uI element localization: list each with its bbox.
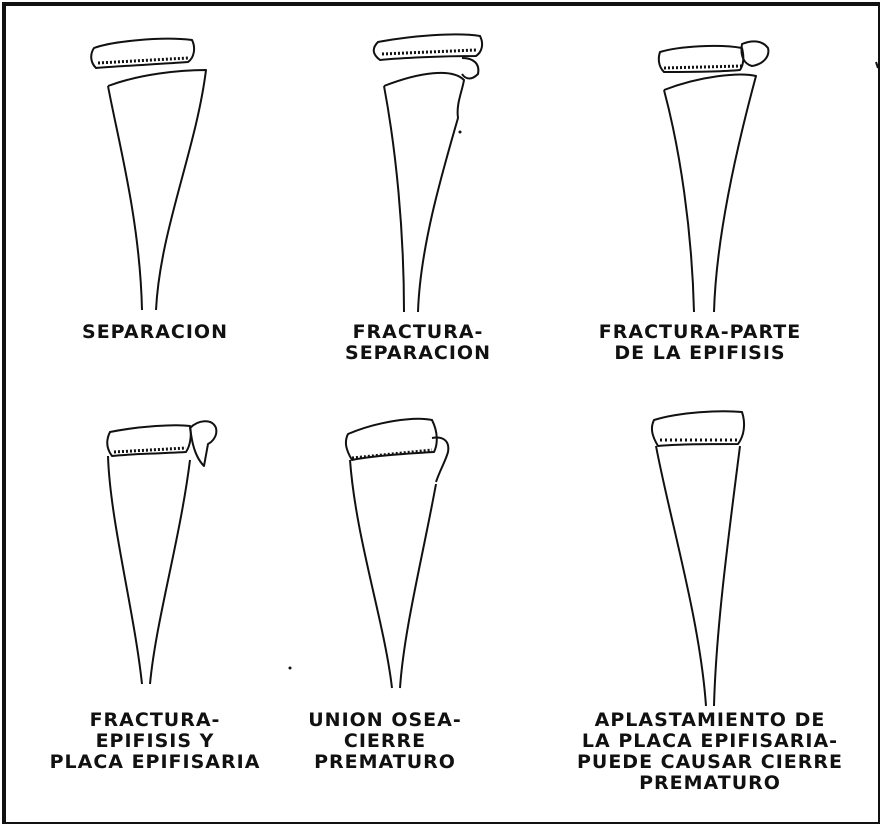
caption-line: DE LA EPIFISIS bbox=[570, 343, 830, 364]
caption-separation: SEPARACION bbox=[55, 322, 255, 343]
bone-separation bbox=[91, 39, 206, 310]
caption-line: PUEDE CAUSAR CIERRE bbox=[560, 752, 860, 773]
shaft bbox=[108, 456, 190, 684]
caption-line: LA PLACA EPIFISARIA- bbox=[560, 731, 860, 752]
bone-fracture-separation bbox=[374, 34, 482, 312]
caption-fracture-separation: FRACTURA- SEPARACION bbox=[318, 322, 518, 364]
caption-line: PLACA EPIFISARIA bbox=[30, 752, 280, 773]
bone-fracture-part-epiphysis bbox=[659, 41, 878, 312]
metaphysis-fragment bbox=[462, 58, 478, 79]
shaft bbox=[350, 460, 436, 688]
bony-bridge bbox=[432, 438, 448, 482]
caption-line: CIERRE bbox=[290, 731, 480, 752]
caption-line: EPIFISIS Y bbox=[30, 731, 280, 752]
caption-fracture-epiphysis-plate: FRACTURA- EPIFISIS Y PLACA EPIFISARIA bbox=[30, 710, 280, 773]
caption-fracture-part-epiphysis: FRACTURA-PARTE DE LA EPIFISIS bbox=[570, 322, 830, 364]
bone-crush bbox=[289, 411, 745, 706]
caption-line: SEPARACION bbox=[318, 343, 518, 364]
physis-line bbox=[382, 50, 476, 54]
caption-line: FRACTURA-PARTE bbox=[570, 322, 830, 343]
caption-line: APLASTAMIENTO DE bbox=[560, 710, 860, 731]
bone-union bbox=[346, 419, 448, 688]
epiphysis-cap bbox=[346, 419, 437, 460]
fracture-fragment bbox=[190, 421, 216, 466]
caption-line: PREMATURO bbox=[560, 773, 860, 794]
physis-line bbox=[352, 450, 432, 458]
caption-line: SEPARACION bbox=[55, 322, 255, 343]
caption-line: FRACTURA- bbox=[318, 322, 518, 343]
shaft bbox=[664, 75, 756, 312]
shaft bbox=[656, 446, 740, 706]
epiphysis-cap bbox=[374, 34, 482, 60]
caption-line: PREMATURO bbox=[290, 752, 480, 773]
physis-line bbox=[114, 448, 186, 452]
shaft bbox=[384, 73, 464, 312]
caption-line: UNION OSEA- bbox=[290, 710, 480, 731]
physis-line bbox=[664, 66, 742, 68]
shaft bbox=[108, 70, 206, 310]
caption-line: FRACTURA- bbox=[30, 710, 280, 731]
caption-crush: APLASTAMIENTO DE LA PLACA EPIFISARIA- PU… bbox=[560, 710, 860, 794]
caption-bony-union: UNION OSEA- CIERRE PREMATURO bbox=[290, 710, 480, 773]
epiphysis-fragment bbox=[741, 41, 768, 66]
bone-fracture-epiphysis-plate bbox=[107, 421, 216, 684]
figure-frame bbox=[4, 4, 880, 824]
